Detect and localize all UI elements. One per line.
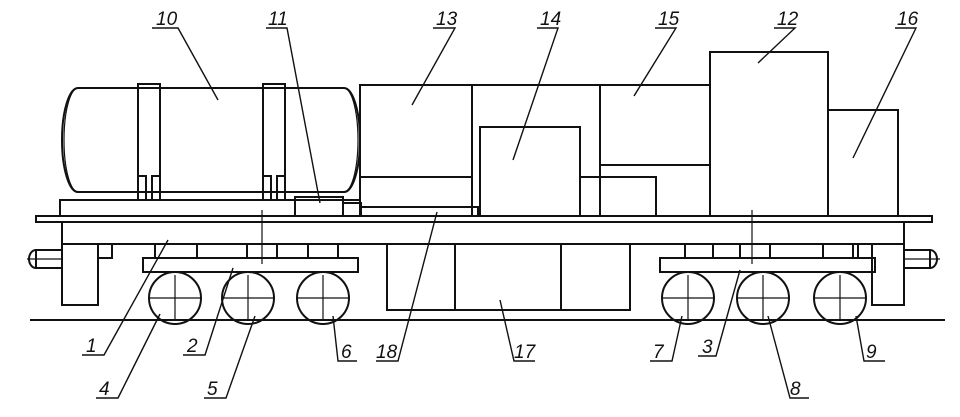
- callout-14: 14: [540, 9, 561, 30]
- callout-8: 8: [790, 379, 801, 400]
- wheel-9: [813, 271, 867, 325]
- wheel-5: [221, 271, 275, 325]
- underframe-box: [386, 243, 631, 311]
- bogie-left: [142, 210, 359, 273]
- callout-13: 13: [436, 9, 458, 30]
- callout-1: 1: [86, 336, 97, 357]
- wheel-7: [661, 271, 715, 325]
- leader-lines: [82, 27, 918, 399]
- block-16: [827, 109, 899, 217]
- buffer-left: [27, 249, 63, 269]
- callout-12: 12: [777, 9, 799, 30]
- wheel-6: [296, 271, 350, 325]
- main-frame: [35, 215, 933, 306]
- callout-5: 5: [207, 379, 218, 400]
- wheelset-right: [661, 271, 867, 325]
- plate-18: [359, 206, 479, 217]
- bogie-right: [659, 210, 876, 273]
- block-15-step: [579, 176, 657, 217]
- callout-3: 3: [702, 337, 713, 358]
- block-13: [359, 84, 473, 217]
- callout-6: 6: [341, 342, 352, 363]
- callout-17: 17: [514, 342, 537, 363]
- callout-4: 4: [99, 379, 110, 400]
- block-12: [709, 51, 829, 217]
- wheelset-left: [148, 271, 350, 325]
- callout-16: 16: [897, 9, 919, 30]
- block-14-inner: [479, 126, 581, 217]
- callout-10: 10: [156, 9, 178, 30]
- tank-base-plate: [59, 199, 361, 217]
- callout-2: 2: [186, 336, 198, 357]
- callout-labels: 10 11 13 14 15 12 16 1 2 6 18 17 7 3 9 4…: [86, 9, 919, 400]
- callout-18: 18: [376, 342, 398, 363]
- callout-11: 11: [268, 9, 288, 30]
- buffer-right: [903, 249, 940, 269]
- wheel-4: [148, 271, 202, 325]
- callout-15: 15: [658, 9, 680, 30]
- callout-7: 7: [653, 342, 665, 363]
- callout-9: 9: [866, 342, 877, 363]
- small-box-plate: [342, 202, 362, 217]
- wheel-8: [736, 271, 790, 325]
- block-15: [599, 84, 710, 216]
- tank: [61, 83, 361, 201]
